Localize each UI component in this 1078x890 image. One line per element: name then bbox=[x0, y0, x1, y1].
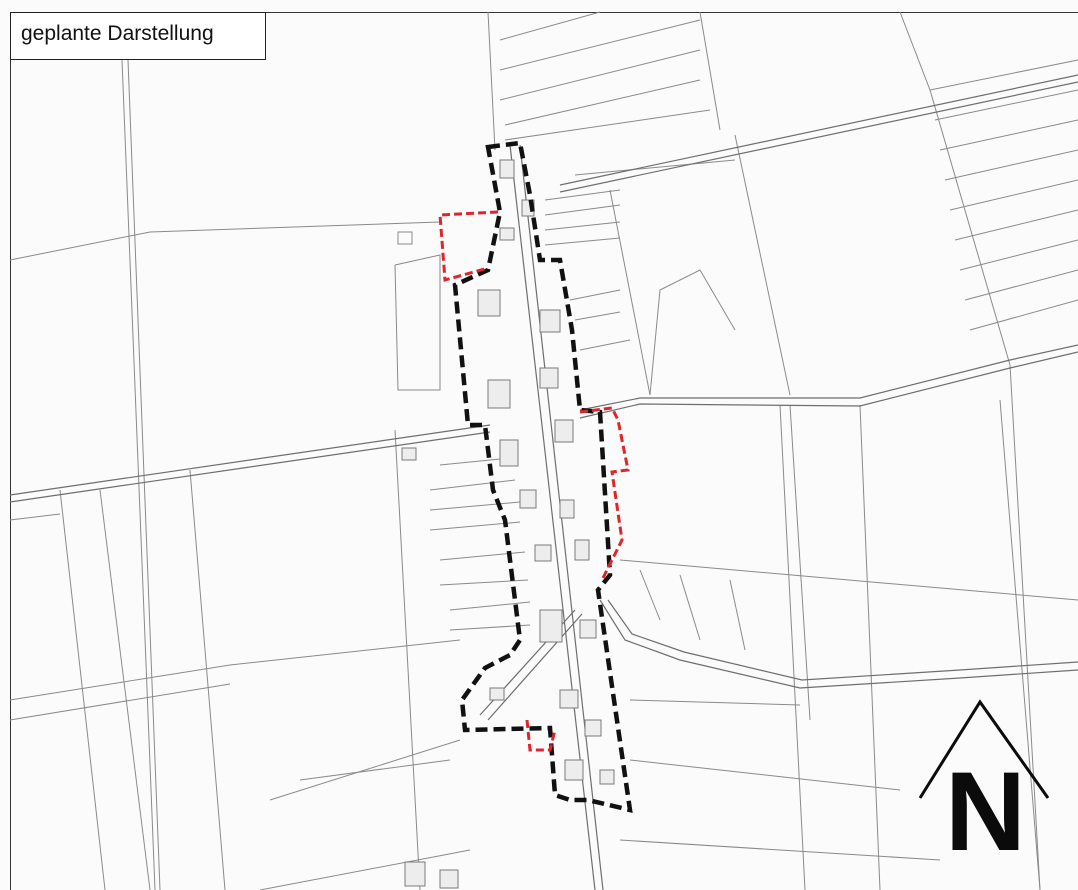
north-arrow-icon bbox=[918, 699, 1050, 799]
buildings bbox=[401, 159, 615, 889]
planned-extension bbox=[438, 210, 630, 752]
map-title: geplante Darstellung bbox=[10, 12, 266, 60]
existing-plan-boundary bbox=[452, 140, 633, 813]
road-lines bbox=[9, 74, 1078, 890]
parcel-lines bbox=[9, 11, 1078, 890]
north-label: N bbox=[945, 749, 1026, 874]
